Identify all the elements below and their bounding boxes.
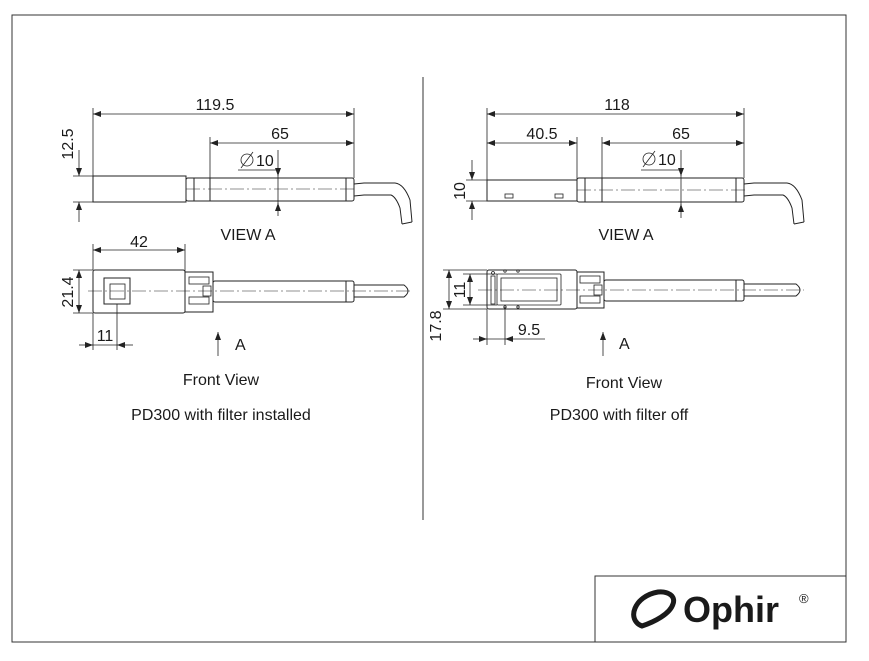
right-diameter-annotation: 10 bbox=[642, 150, 676, 169]
left-diameter-annotation: 10 bbox=[240, 151, 274, 170]
left-front-width-label: 42 bbox=[130, 234, 148, 251]
right-side-view bbox=[486, 174, 805, 225]
right-front-dimensions bbox=[443, 269, 606, 356]
right-diameter-label: 10 bbox=[658, 152, 676, 169]
ophir-logo-icon bbox=[631, 589, 677, 629]
left-front-view-label: Front View bbox=[183, 372, 260, 389]
brand-name: Ophir bbox=[683, 589, 779, 630]
right-tube-length-label: 65 bbox=[672, 126, 690, 143]
right-front-view bbox=[478, 269, 804, 310]
drawing-frame bbox=[11, 14, 847, 643]
left-height-label: 12.5 bbox=[60, 128, 77, 159]
left-overall-length-label: 119.5 bbox=[196, 97, 235, 114]
right-head-length-label: 40.5 bbox=[526, 126, 557, 143]
left-front-dimensions bbox=[73, 244, 221, 356]
left-caption: PD300 with filter installed bbox=[131, 407, 311, 424]
left-front-height-label: 21.4 bbox=[60, 276, 77, 307]
left-tube-length-label: 65 bbox=[271, 126, 289, 143]
left-front-view bbox=[88, 269, 412, 314]
right-aperture-offset-label: 9.5 bbox=[518, 322, 540, 339]
left-diameter-label: 10 bbox=[256, 153, 274, 170]
right-height-label: 10 bbox=[452, 182, 469, 200]
right-aperture-label: 11 bbox=[452, 282, 469, 299]
left-view-a-label: VIEW A bbox=[220, 227, 275, 244]
left-arrow-a-label: A bbox=[235, 337, 246, 354]
right-front-view-label: Front View bbox=[586, 375, 663, 392]
left-window-offset-label: 11 bbox=[97, 328, 114, 345]
registered-mark: ® bbox=[799, 591, 809, 606]
right-overall-length-label: 118 bbox=[604, 97, 630, 114]
right-front-height-label: 17.8 bbox=[428, 310, 445, 341]
right-arrow-a-label: A bbox=[619, 336, 630, 353]
left-side-dimensions bbox=[73, 108, 355, 222]
left-side-view bbox=[92, 174, 413, 225]
right-view-a-label: VIEW A bbox=[598, 227, 653, 244]
right-side-dimensions bbox=[466, 108, 745, 220]
right-caption: PD300 with filter off bbox=[550, 407, 689, 424]
